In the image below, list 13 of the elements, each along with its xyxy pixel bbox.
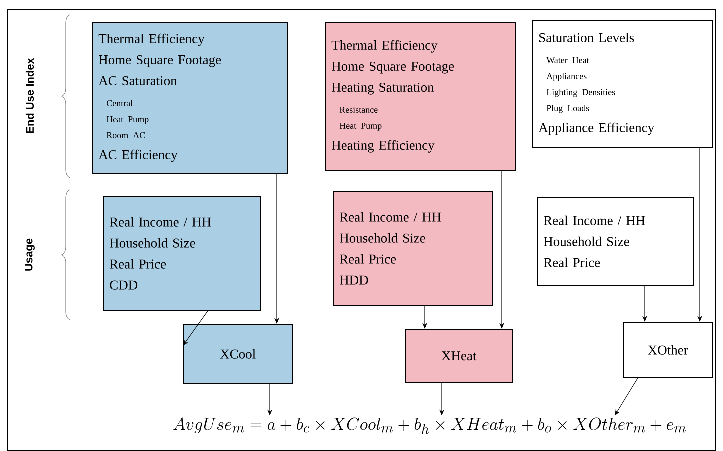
factor-box: Thermal Efficiency Home Square Footage Heating Saturation Resistance Heat Pump Heating Efficiency — [325, 22, 516, 172]
section-label: End Use Index — [26, 58, 34, 134]
factor-box: Thermal Efficiency Home Square Footage AC Saturation Central Heat Pump Room AC AC Efficiency — [92, 22, 288, 174]
factor-box: Real Income / HH Household Size Real Price HDD — [333, 191, 494, 306]
factor-box: Real Income / HH Household Size Real Price CDD — [103, 196, 262, 312]
variable-box: XOther — [623, 322, 714, 378]
variable-box: XHeat — [405, 329, 514, 384]
equation: $AvgUse_m = a + b_c \times XCool_m + b_h \times XHeat_m + b_o \times XOther_m + e_m$ — [174, 418, 686, 434]
section-label: Usage — [25, 238, 35, 271]
variable-box: XCool — [183, 324, 294, 384]
factor-box: Real Income / HH Household Size Real Price — [537, 197, 694, 286]
arrow — [183, 310, 208, 346]
factor-box: Saturation Levels Water Heat Appliances Lighting Densities Plug Loads Appliance Efficiency — [532, 20, 714, 148]
